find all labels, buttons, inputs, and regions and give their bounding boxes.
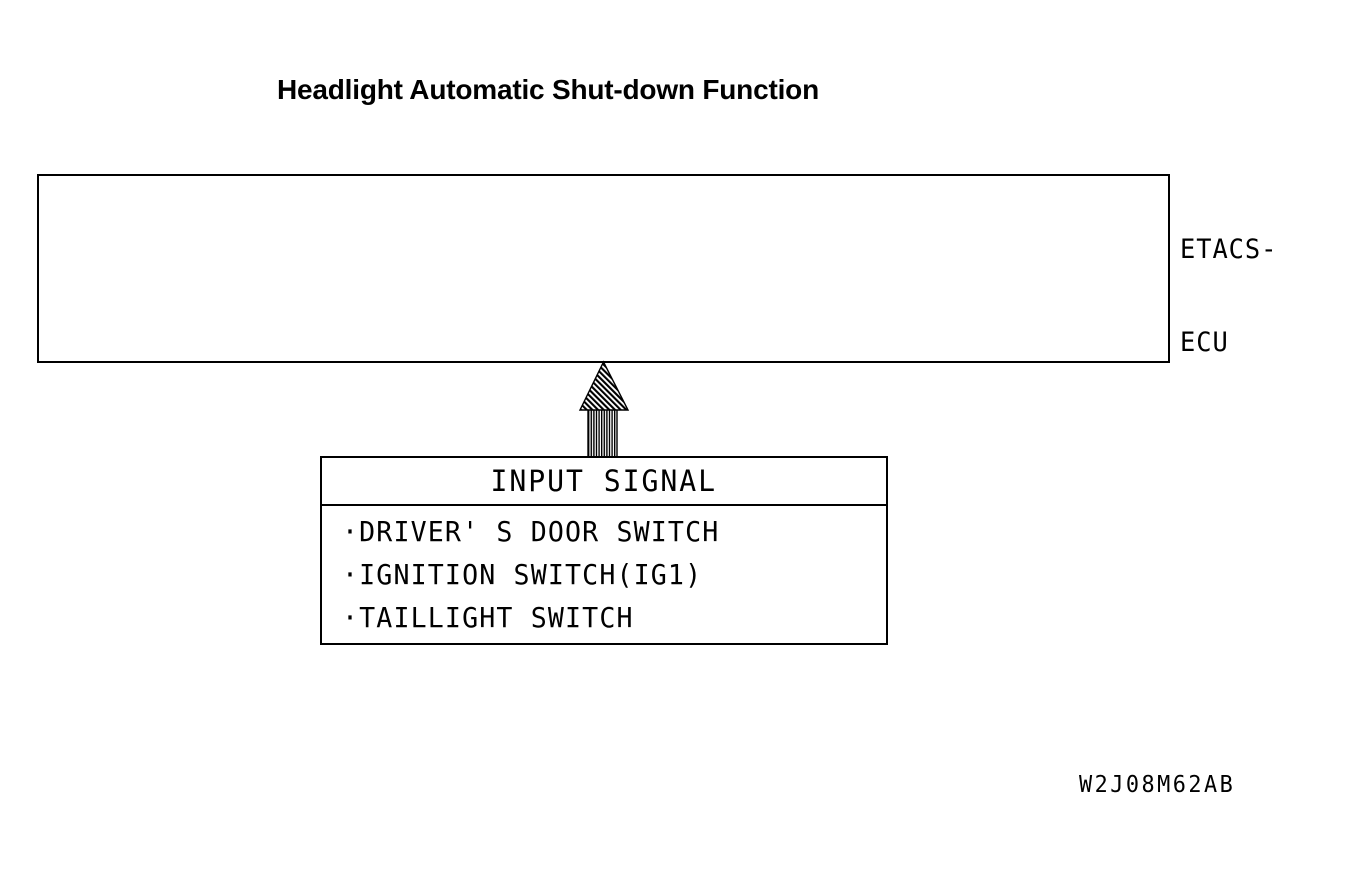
input-signal-header-label: INPUT SIGNAL	[490, 464, 718, 498]
list-item: ·DRIVER' S DOOR SWITCH	[342, 515, 720, 548]
input-signal-list: ·DRIVER' S DOOR SWITCH ·IGNITION SWITCH(…	[342, 510, 884, 639]
figure-reference-code: W2J08M62AB	[1079, 772, 1236, 798]
etacs-ecu-label-line1: ETACS-	[1180, 234, 1278, 265]
input-signal-block: INPUT SIGNAL ·DRIVER' S DOOR SWITCH ·IGN…	[320, 456, 888, 645]
input-signal-arrow-icon	[578, 360, 630, 460]
list-item: ·TAILLIGHT SWITCH	[342, 601, 634, 634]
list-item: ·IGNITION SWITCH(IG1)	[342, 558, 703, 591]
etacs-ecu-label-line2: ECU	[1180, 327, 1229, 358]
etacs-ecu-label: ETACS- ECU	[1180, 172, 1277, 420]
page-title: Headlight Automatic Shut-down Function	[277, 74, 819, 105]
input-signal-header: INPUT SIGNAL	[322, 458, 886, 506]
etacs-ecu-block	[37, 174, 1170, 363]
